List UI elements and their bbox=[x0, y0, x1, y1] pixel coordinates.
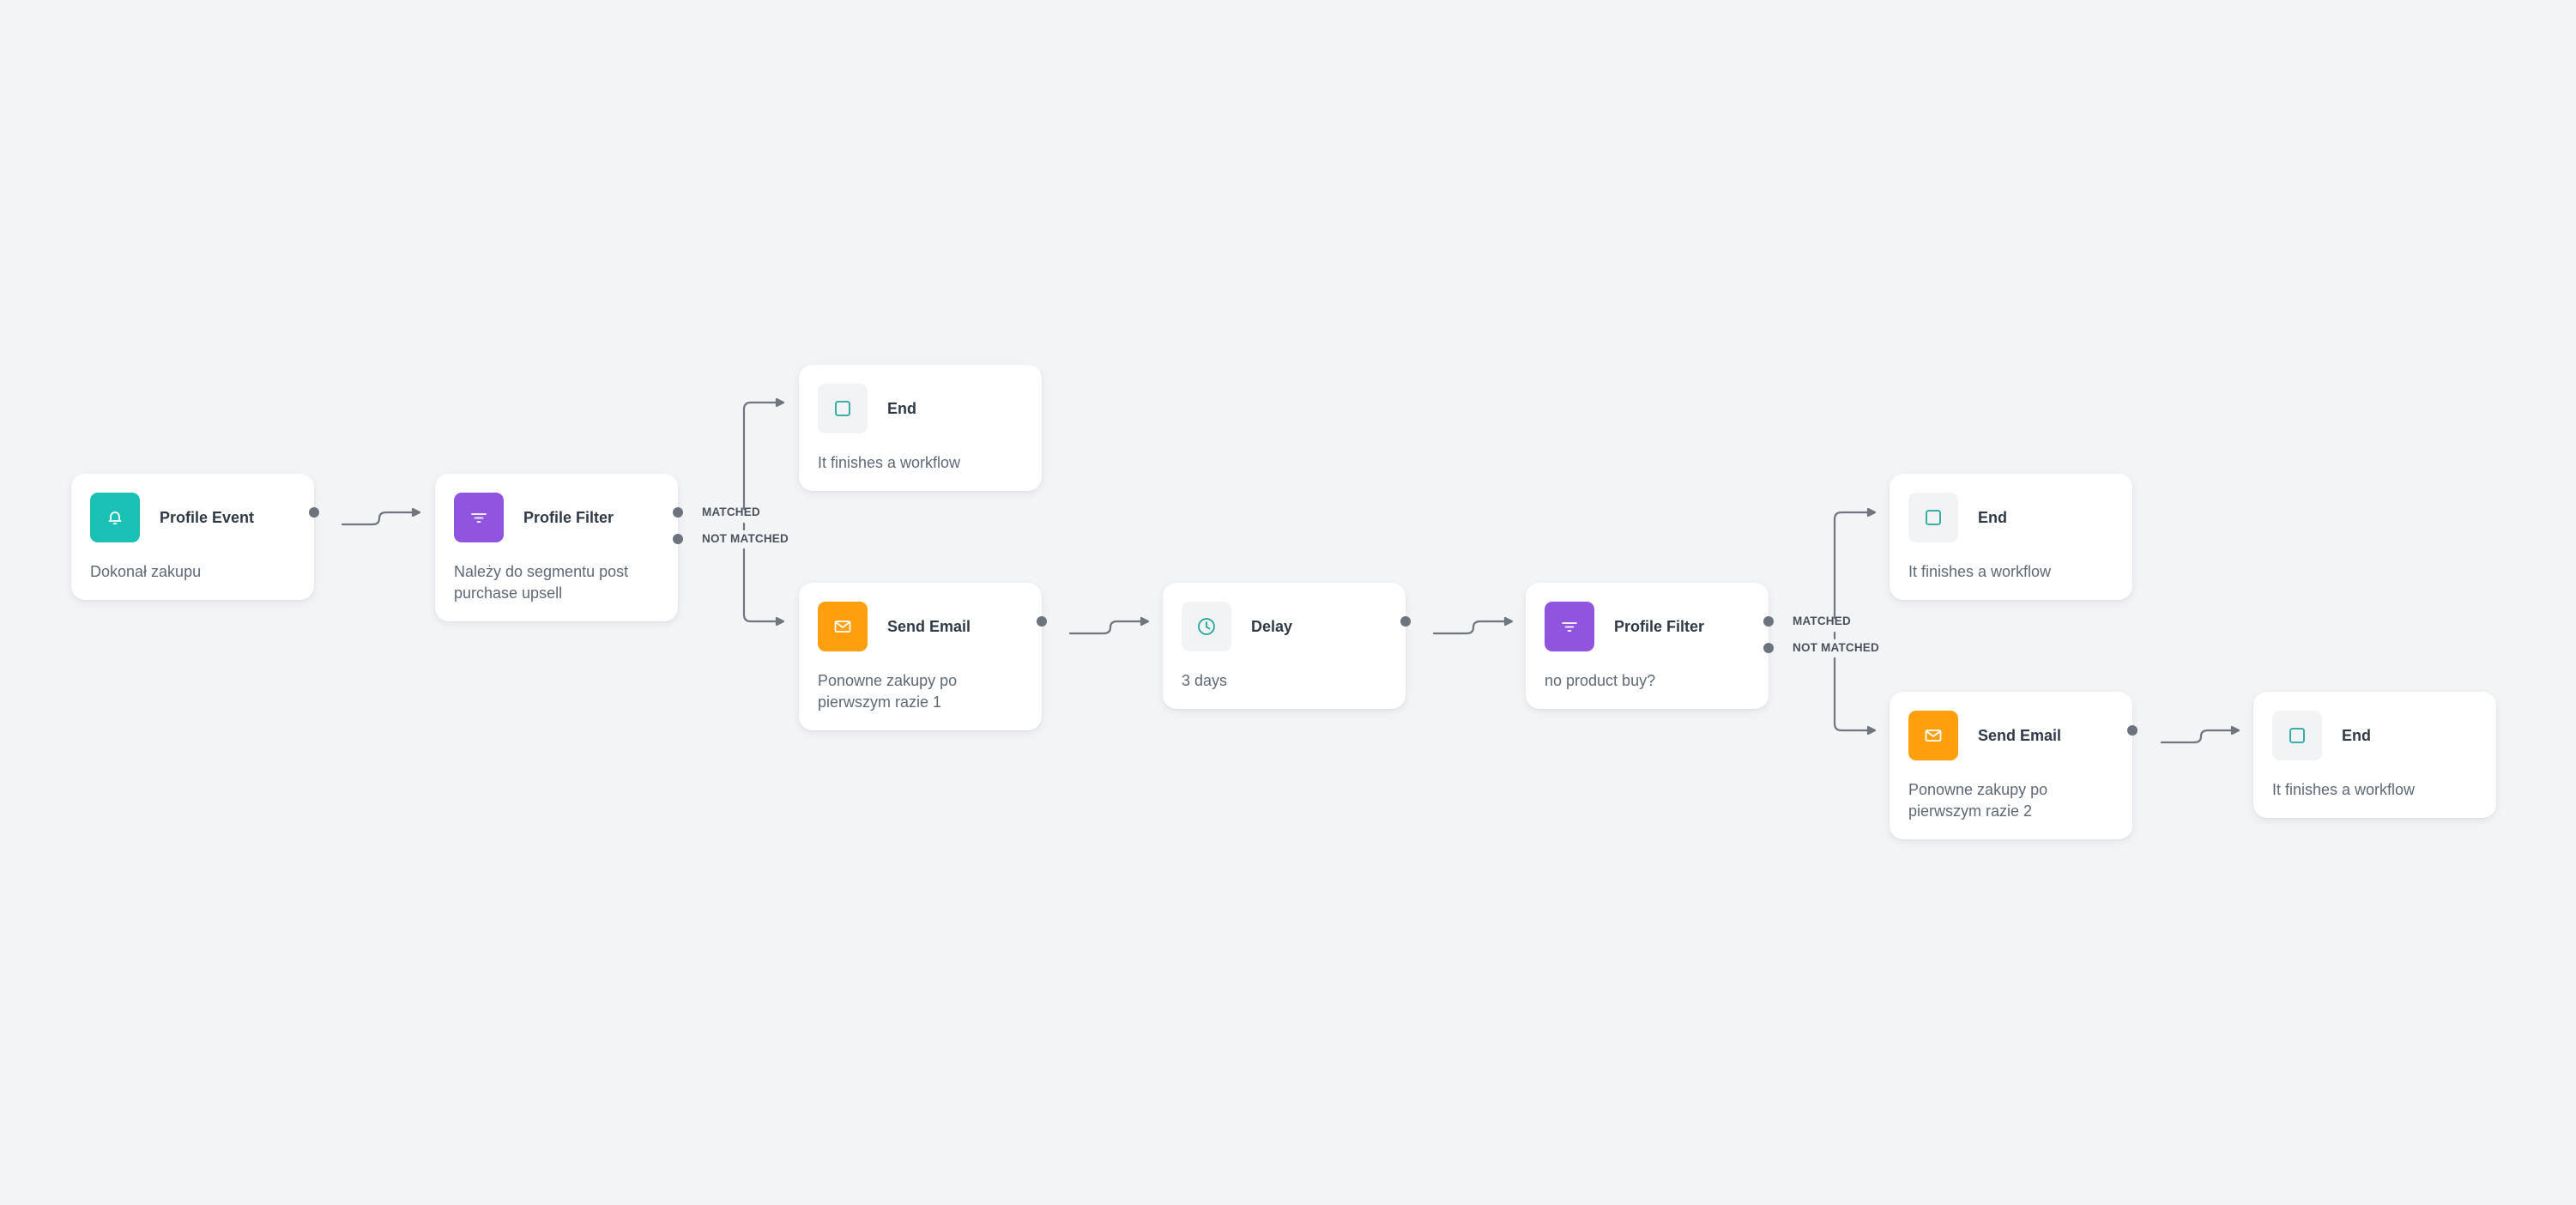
node-profile-filter-1[interactable]: Profile Filter Należy do segmentu post p… bbox=[435, 474, 678, 621]
output-port[interactable] bbox=[2127, 725, 2138, 736]
node-description: no product buy? bbox=[1545, 672, 1656, 689]
node-description: Dokonał zakupu bbox=[90, 563, 202, 580]
node-description: It finishes a workflow bbox=[818, 454, 961, 471]
arrowhead bbox=[1866, 507, 1877, 518]
output-port[interactable] bbox=[1400, 616, 1411, 627]
stop-square-icon bbox=[818, 384, 868, 433]
output-port-not-matched[interactable] bbox=[1763, 643, 1774, 653]
arrowhead bbox=[1503, 616, 1514, 627]
edge-event-to-filter bbox=[341, 511, 420, 526]
node-title: Profile Event bbox=[160, 508, 255, 526]
node-title: End bbox=[887, 399, 916, 417]
output-port[interactable] bbox=[309, 507, 319, 518]
arrowhead bbox=[775, 397, 785, 408]
edge-filter1-notmatched-to-email bbox=[742, 548, 783, 623]
edge-filter2-matched-to-end bbox=[1833, 511, 1875, 620]
stop-square-icon bbox=[1908, 493, 1958, 542]
node-title: End bbox=[1978, 508, 2007, 526]
branch-label-matched: MATCHED bbox=[1793, 615, 1851, 627]
node-description: Ponowne zakupy po pierwszym razie 1 bbox=[818, 672, 958, 711]
branch-label-matched: MATCHED bbox=[702, 506, 760, 518]
node-profile-filter-2[interactable]: Profile Filter no product buy? bbox=[1526, 583, 1769, 709]
arrowhead bbox=[1140, 616, 1150, 627]
node-description: It finishes a workflow bbox=[2272, 781, 2416, 798]
envelope-icon bbox=[818, 602, 868, 651]
output-port[interactable] bbox=[1037, 616, 1047, 627]
edge-email-to-delay bbox=[1068, 620, 1148, 635]
edge-filter1-matched-to-end bbox=[742, 401, 783, 511]
node-end-2[interactable]: End It finishes a workflow bbox=[1890, 474, 2132, 600]
arrowhead bbox=[411, 507, 421, 518]
node-description: 3 days bbox=[1182, 672, 1228, 689]
edge-email2-to-end bbox=[2160, 729, 2239, 744]
node-end-3[interactable]: End It finishes a workflow bbox=[2253, 692, 2496, 818]
node-delay[interactable]: Delay 3 days bbox=[1163, 583, 1406, 709]
branch-label-not-matched: NOT MATCHED bbox=[1793, 641, 1879, 654]
arrowhead bbox=[1866, 725, 1877, 736]
node-title: Profile Filter bbox=[523, 508, 614, 526]
branch-label-not-matched: NOT MATCHED bbox=[702, 532, 789, 545]
filter-icon bbox=[1545, 602, 1594, 651]
node-send-email-1[interactable]: Send Email Ponowne zakupy po pierwszym r… bbox=[799, 583, 1042, 730]
output-port-matched[interactable] bbox=[673, 507, 683, 518]
node-send-email-2[interactable]: Send Email Ponowne zakupy po pierwszym r… bbox=[1890, 692, 2132, 839]
clock-icon bbox=[1182, 602, 1231, 651]
output-port-not-matched[interactable] bbox=[673, 534, 683, 544]
node-title: Profile Filter bbox=[1614, 617, 1705, 635]
filter-icon bbox=[454, 493, 504, 542]
node-title: Send Email bbox=[1978, 726, 2062, 744]
node-description: It finishes a workflow bbox=[1908, 563, 2052, 580]
node-profile-event[interactable]: Profile Event Dokonał zakupu bbox=[71, 474, 314, 600]
edge-filter2-notmatched-to-email bbox=[1833, 657, 1875, 732]
node-title: Send Email bbox=[887, 617, 971, 635]
node-description: Ponowne zakupy po pierwszym razie 2 bbox=[1908, 781, 2048, 820]
node-title: Delay bbox=[1251, 617, 1293, 635]
node-title: End bbox=[2342, 726, 2371, 744]
edge-delay-to-filter bbox=[1432, 620, 1512, 635]
node-description: Należy do segmentu post purchase upsell bbox=[454, 563, 629, 602]
envelope-icon bbox=[1908, 711, 1958, 760]
output-port-matched[interactable] bbox=[1763, 616, 1774, 627]
node-end-1[interactable]: End It finishes a workflow bbox=[799, 365, 1042, 491]
stop-square-icon bbox=[2272, 711, 2322, 760]
bell-icon bbox=[90, 493, 140, 542]
arrowhead bbox=[2230, 725, 2240, 736]
arrowhead bbox=[775, 616, 785, 627]
